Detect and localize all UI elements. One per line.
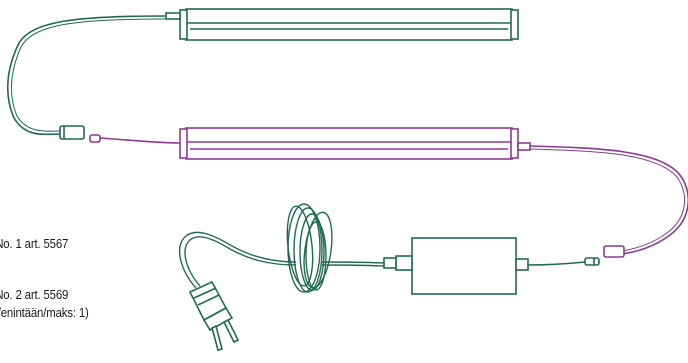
led-bar-1-plug [165, 12, 181, 20]
green-link-cable [6, 15, 167, 136]
label-item-2-note: ax/enintään/maks: 1) [0, 305, 89, 320]
purple-female-connector [603, 245, 625, 258]
led-bar-1 [179, 8, 519, 41]
purple-male-plug [89, 134, 101, 143]
led-bar-2 [179, 127, 519, 160]
led-bar-2-plug [517, 142, 531, 151]
power-adapter [383, 237, 529, 295]
purple-feed-cable [529, 145, 688, 255]
coiled-mains-cable [179, 203, 385, 293]
dc-plug [584, 257, 600, 266]
mains-plug [188, 280, 240, 351]
label-item-1: 0 No. 1 art. 5567 [0, 236, 69, 251]
green-female-connector [59, 125, 85, 140]
label-item-2: 0 No. 2 art. 5569 [0, 287, 69, 302]
